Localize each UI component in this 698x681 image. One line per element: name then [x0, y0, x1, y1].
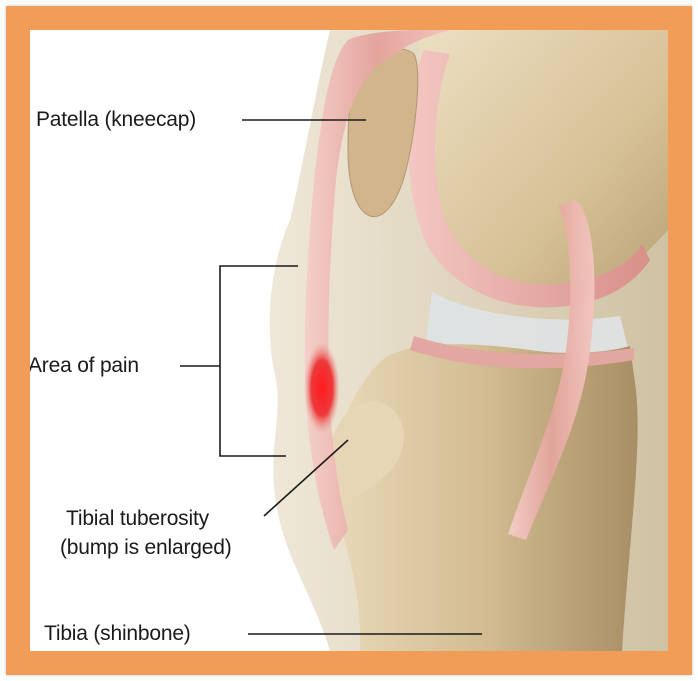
tibial-tuberosity-sublabel: (bump is enlarged)	[60, 535, 232, 561]
tibia-label: Tibia (shinbone)	[44, 621, 191, 647]
tibial-tuberosity-label: Tibial tuberosity	[66, 506, 209, 532]
pain-highlight	[304, 342, 340, 434]
tibia-bone	[330, 344, 638, 651]
knee-diagram: Patella (kneecap) Area of pain Tibial tu…	[30, 30, 668, 651]
area-of-pain-label: Area of pain	[30, 353, 139, 379]
patella-label: Patella (kneecap)	[36, 107, 196, 133]
